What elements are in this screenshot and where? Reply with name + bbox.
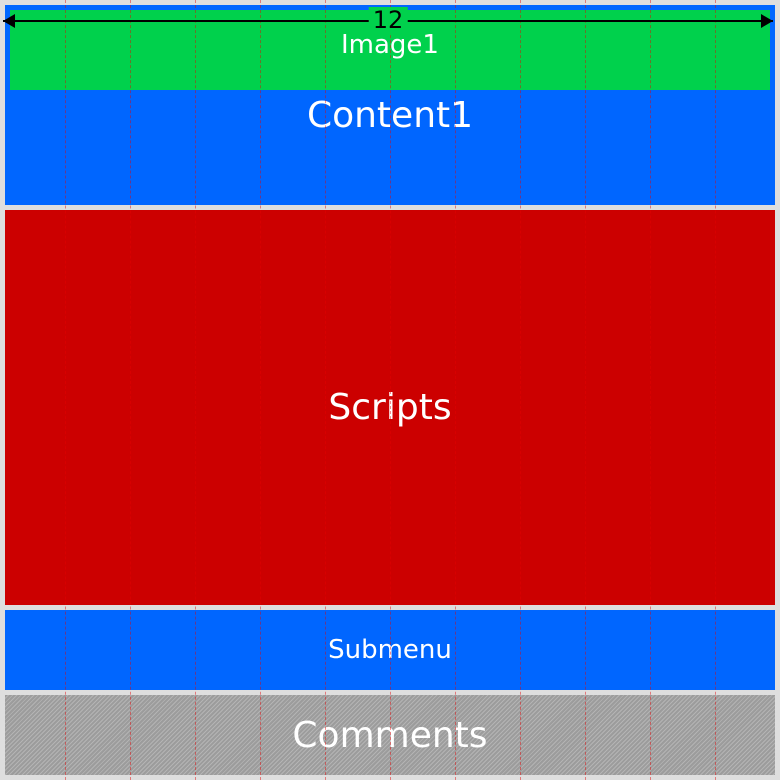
grid-line [715, 0, 716, 780]
submenu-region: Submenu [5, 610, 775, 690]
grid-line [325, 0, 326, 780]
column-count-label: 12 [368, 7, 408, 33]
submenu-label: Submenu [328, 635, 452, 665]
grid-line [585, 0, 586, 780]
grid-line [260, 0, 261, 780]
image1-region: Image1 [10, 10, 770, 90]
scripts-label: Scripts [328, 387, 452, 428]
comments-region: Comments [5, 695, 775, 775]
grid-line [130, 0, 131, 780]
comments-label: Comments [292, 714, 488, 756]
grid-line [195, 0, 196, 780]
image1-label: Image1 [341, 30, 439, 60]
grid-line [65, 0, 66, 780]
grid-line [390, 0, 391, 780]
scripts-region: Scripts [5, 210, 775, 605]
content1-label: Content1 [306, 95, 474, 136]
grid-line [650, 0, 651, 780]
grid-line [455, 0, 456, 780]
grid-line [520, 0, 521, 780]
column-width-arrow: 12 [3, 7, 773, 33]
